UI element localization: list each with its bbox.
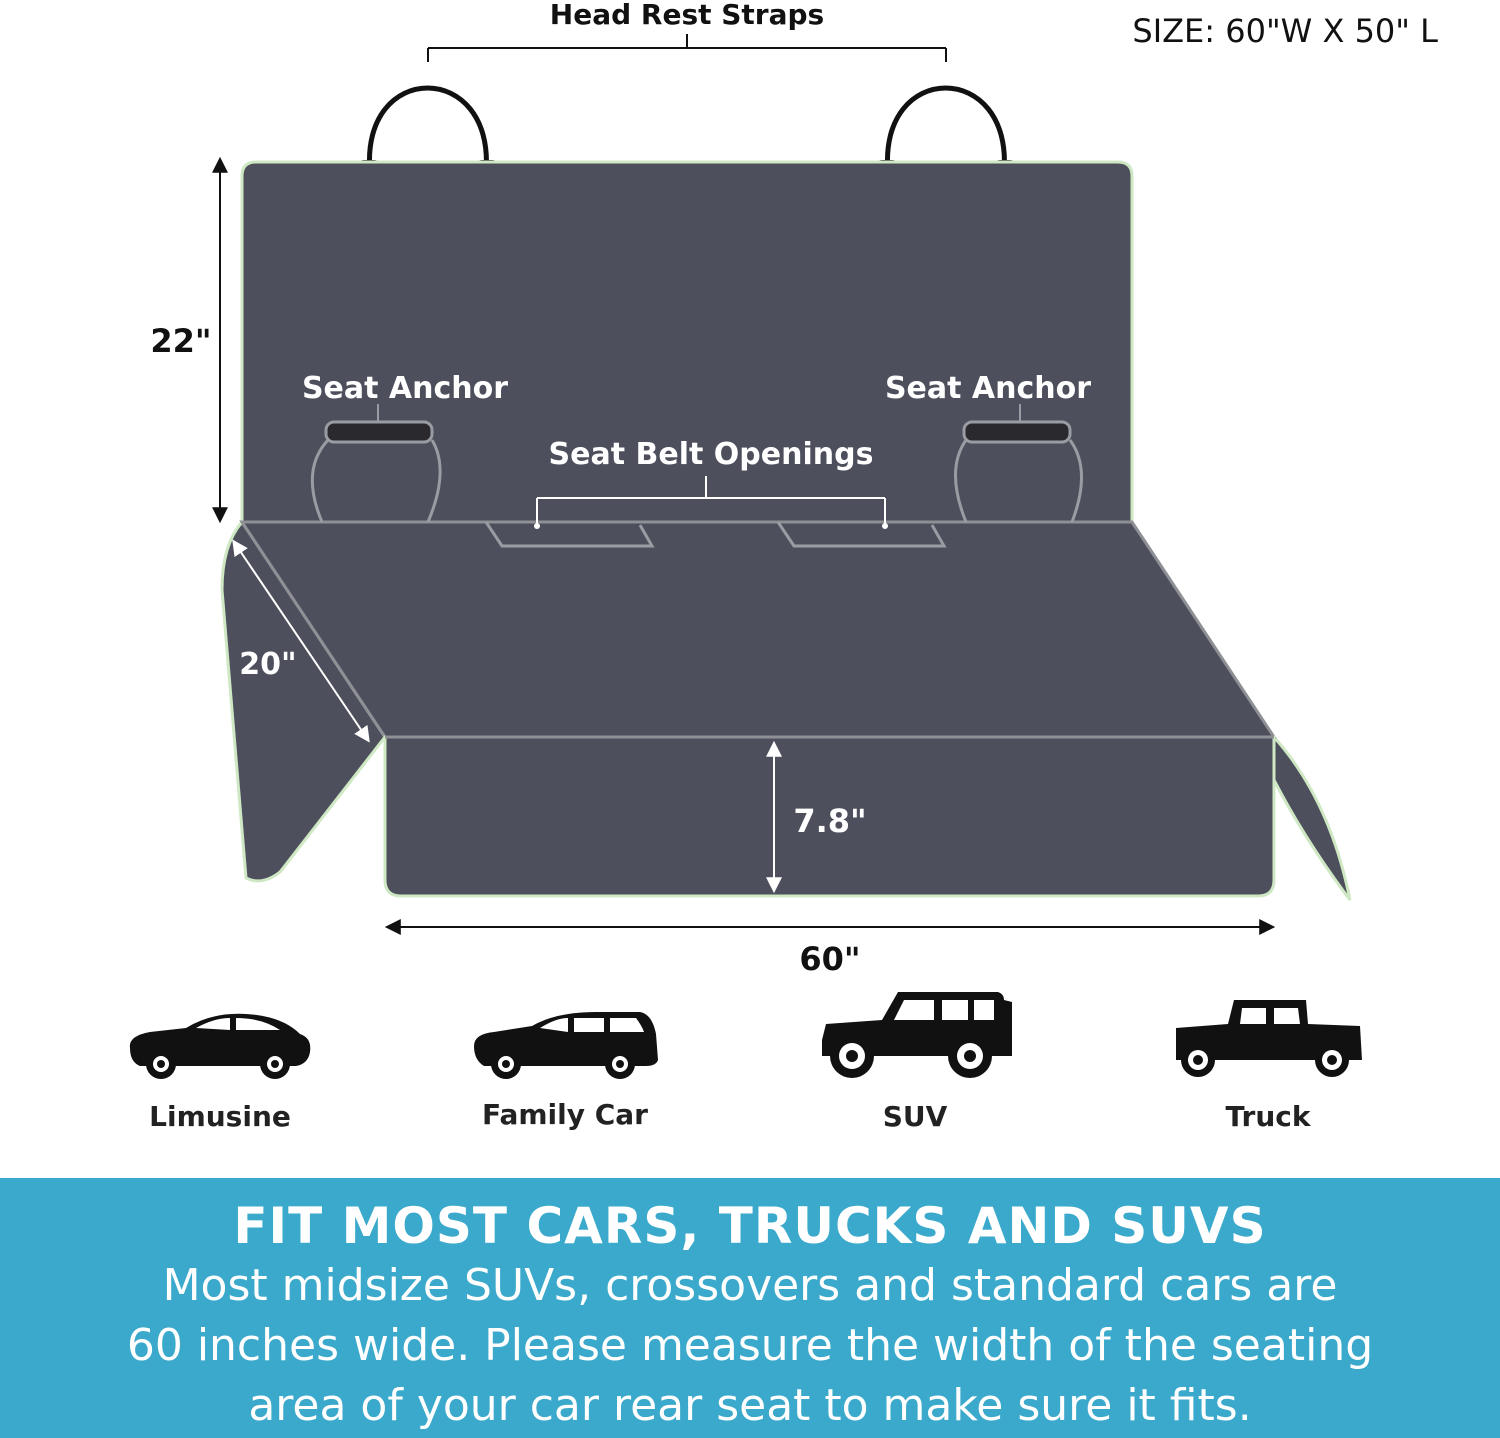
banner-line: area of your car rear seat to make sure …	[248, 1380, 1252, 1431]
seat-belt-openings	[484, 521, 947, 548]
seat-anchor-left-label: Seat Anchor	[302, 371, 508, 406]
head-rest-straps-label: Head Rest Straps	[550, 0, 824, 31]
seat-belt-bracket	[536, 476, 886, 526]
wagon-icon	[474, 1012, 658, 1079]
vehicle-label: Limusine	[149, 1100, 291, 1133]
size-label: SIZE: 60"W X 50" L	[1132, 12, 1438, 50]
banner-body: Most midsize SUVs, crossovers and standa…	[0, 1256, 1500, 1436]
width-label: 60"	[799, 940, 860, 978]
backrest-height-label: 22"	[150, 322, 211, 360]
front-flap-panel	[383, 735, 1276, 898]
seat-cover-diagram: SIZE: 60"W X 50" L Head Rest Straps Seat	[129, 0, 1438, 1133]
vehicle-label: SUV	[883, 1100, 948, 1133]
vehicle-label: Family Car	[482, 1098, 648, 1131]
fit-info-banner: FIT MOST CARS, TRUCKS AND SUVS Most mids…	[0, 1178, 1500, 1438]
banner-line: 60 inches wide. Please measure the width…	[126, 1320, 1374, 1371]
seat-belt-openings-label: Seat Belt Openings	[549, 437, 874, 472]
suv-icon	[822, 992, 1012, 1078]
truck-icon	[1176, 1000, 1362, 1077]
head-rest-bracket	[427, 34, 947, 62]
side-flap-arrow	[232, 539, 370, 743]
banner-title: FIT MOST CARS, TRUCKS AND SUVS	[233, 1197, 1267, 1255]
sedan-icon	[129, 1013, 311, 1079]
banner-line: Most midsize SUVs, crossovers and standa…	[162, 1260, 1338, 1311]
seat-anchor-right	[954, 404, 1083, 523]
seat-bottom-panel	[239, 520, 1277, 739]
side-flap-label: 20"	[239, 647, 296, 682]
seat-anchor-right-label: Seat Anchor	[885, 371, 1091, 406]
seat-anchor-left	[310, 404, 442, 523]
front-flap-label: 7.8"	[793, 802, 866, 840]
vehicle-label: Truck	[1226, 1100, 1312, 1133]
